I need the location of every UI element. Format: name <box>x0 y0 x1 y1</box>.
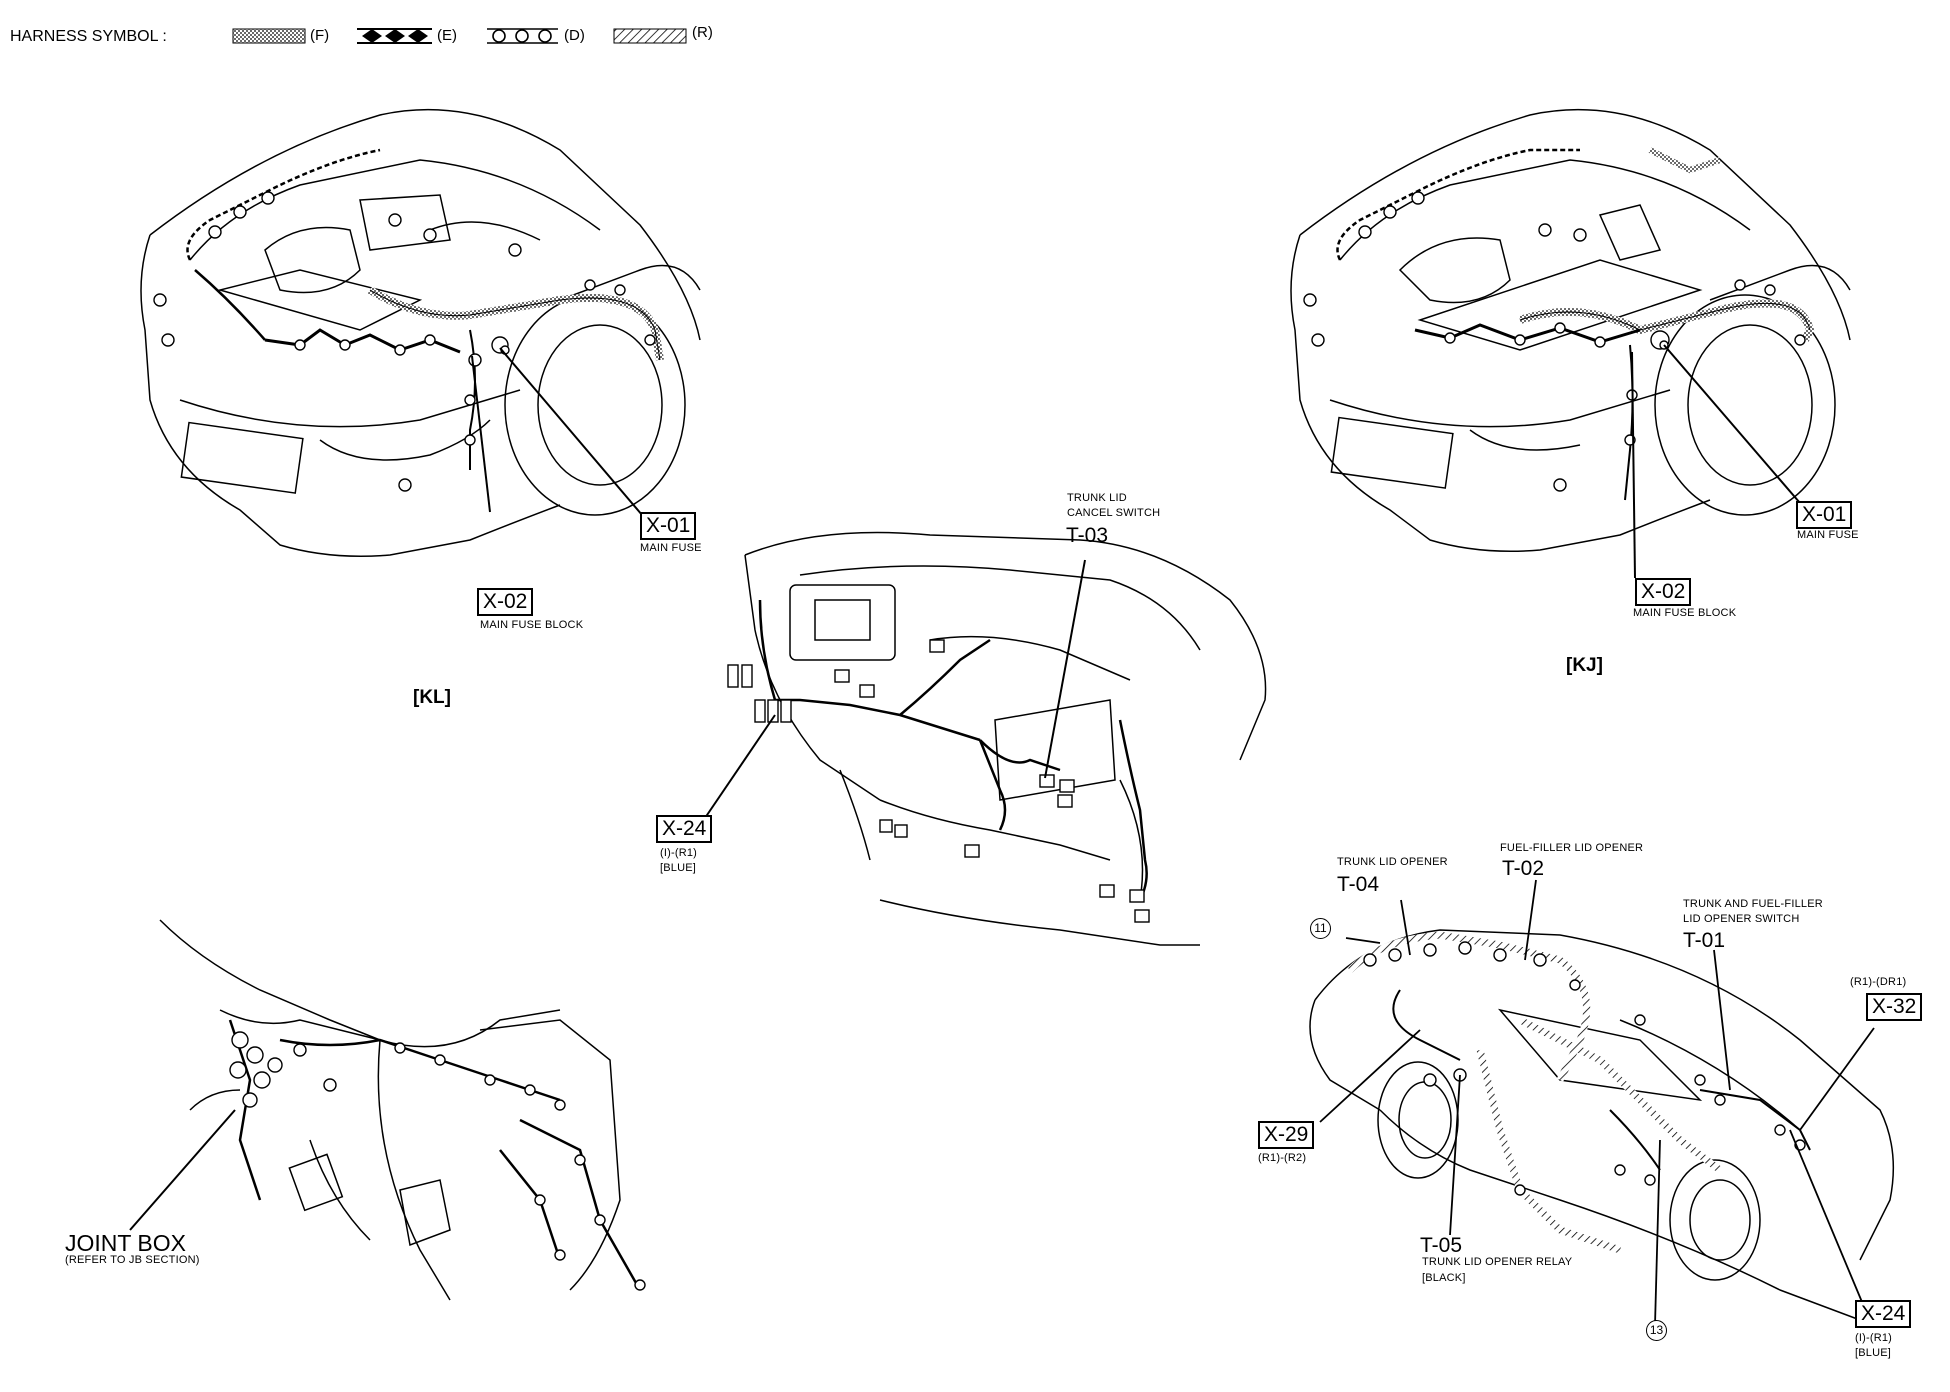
connector-x29: X-29 <box>1258 1121 1315 1149</box>
x32-sub: (R1)-(DR1) <box>1850 976 1907 988</box>
connector-x02-left: X-02 <box>477 588 534 616</box>
dashboard-drawing <box>744 531 1267 946</box>
connector-t05: T-05 <box>1420 1234 1463 1257</box>
t04-label: TRUNK LID OPENER <box>1337 856 1448 868</box>
connector-x02-right: X-02 <box>1635 578 1692 606</box>
t03-label-line2: CANCEL SWITCH <box>1067 507 1161 519</box>
joint-box-note: (REFER TO JB SECTION) <box>65 1254 200 1266</box>
joint-box-drawing <box>159 919 621 1301</box>
connector-x01-right: X-01 <box>1796 501 1853 529</box>
legend-symbol-e <box>357 28 432 44</box>
engine-bay-kl-harness <box>153 148 664 492</box>
x02-left-desc: MAIN FUSE BLOCK <box>480 619 584 631</box>
x24-dash-color: [BLUE] <box>660 862 697 874</box>
ground-point-11: 11 <box>1310 918 1331 939</box>
joint-box-title: JOINT BOX <box>65 1230 186 1256</box>
legend-code-d: (D) <box>564 27 585 44</box>
legend-symbol-d <box>487 28 558 44</box>
x02-right-desc: MAIN FUSE BLOCK <box>1633 607 1737 619</box>
x24-body-color: [BLUE] <box>1855 1347 1892 1359</box>
legend-code-r: (R) <box>692 24 713 41</box>
connector-t04: T-04 <box>1337 873 1380 896</box>
leader-lines-joint-box <box>129 1109 236 1231</box>
legend-code-f: (F) <box>310 27 330 44</box>
legend-symbol-f <box>232 28 306 44</box>
x01-left-desc: MAIN FUSE <box>640 542 702 554</box>
t01-label-line1: TRUNK AND FUEL-FILLER <box>1683 898 1823 910</box>
x24-body-sub: (I)-(R1) <box>1855 1332 1893 1344</box>
variant-label-kj: [KJ] <box>1566 655 1603 676</box>
t01-label-line2: LID OPENER SWITCH <box>1683 913 1800 925</box>
connector-x24-body: X-24 <box>1855 1300 1912 1328</box>
body-view-drawing <box>1309 929 1895 1321</box>
x01-right-desc: MAIN FUSE <box>1797 529 1859 541</box>
t05-label-line2: [BLACK] <box>1422 1272 1466 1284</box>
legend-code-e: (E) <box>437 27 457 44</box>
ground-point-13: 13 <box>1646 1320 1667 1341</box>
leader-lines-kj <box>1631 344 1801 579</box>
engine-bay-kj-drawing <box>1290 108 1851 552</box>
t03-label-line1: TRUNK LID <box>1067 492 1127 504</box>
connector-t01: T-01 <box>1683 929 1726 952</box>
legend-symbol-r <box>613 28 687 44</box>
connector-x32: X-32 <box>1866 993 1923 1021</box>
connector-t03: T-03 <box>1066 524 1109 547</box>
leader-lines-dashboard <box>704 559 1086 819</box>
leader-lines-body-view <box>1319 879 1875 1326</box>
dashboard-harness <box>727 599 1150 923</box>
body-view-harness <box>1347 931 1811 1254</box>
t05-label-line1: TRUNK LID OPENER RELAY <box>1422 1256 1573 1268</box>
connector-x24-dash: X-24 <box>656 815 713 843</box>
x29-sub: (R1)-(R2) <box>1258 1152 1307 1164</box>
t02-label: FUEL-FILLER LID OPENER <box>1500 842 1644 854</box>
engine-bay-kl-drawing <box>140 108 701 557</box>
engine-bay-kj-harness <box>1303 147 1815 501</box>
legend-title: HARNESS SYMBOL : <box>10 28 167 45</box>
joint-box-harness <box>228 1019 646 1291</box>
connector-x01-left: X-01 <box>640 512 697 540</box>
x24-dash-sub: (I)-(R1) <box>660 847 698 859</box>
leader-lines-kl <box>471 347 649 523</box>
variant-label-kl: [KL] <box>413 687 451 708</box>
connector-t02: T-02 <box>1502 857 1545 880</box>
